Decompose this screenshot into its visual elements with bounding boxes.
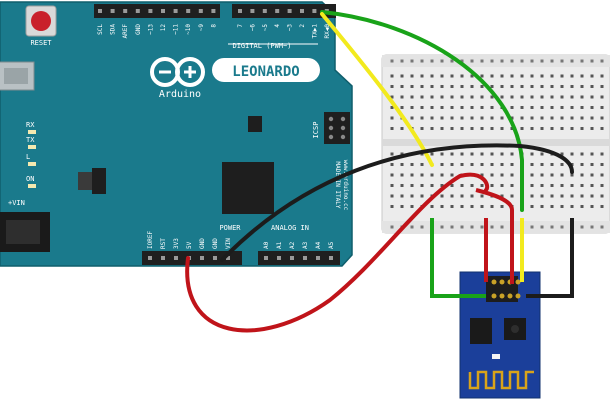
pin-label: RX◀0 [324,24,331,39]
on-led-label: ON [26,175,34,183]
pin-label: IOREF [147,231,154,249]
pin-label: 2 [299,24,306,28]
arduino-logo [150,57,205,87]
digital-header-left [94,4,220,18]
pin-label: A1 [276,241,283,249]
pin-label: ~11 [173,24,180,35]
power-header [142,251,242,265]
wire-green-rx [320,10,524,212]
digital-pin-labels-right: 7 ~6 ~5 4 ~3 2 TX▶1 RX◀0 [237,24,331,39]
reset-label: RESET [30,39,52,47]
wire-red-3v3 [185,172,490,333]
pin-label: A5 [328,241,335,249]
wire-red-module-b [475,188,514,284]
wires [185,10,574,333]
bottom-pin-labels: IOREF RST 3V3 5V GND GND VIN A0 A1 A2 A3 A4 A5 [147,231,335,249]
wire-yellow-tx [320,12,434,167]
status-leds [28,130,36,188]
pin-label: 7 [237,24,244,28]
model-label: LEONARDO [232,64,299,80]
icsp-label: ICSP [312,122,320,139]
pin-label: 4 [274,24,281,28]
l-led-label: L [26,153,30,161]
pin-label: ~10 [185,24,192,35]
pin-label: 12 [160,24,167,32]
pin-label: GND [199,238,206,249]
pin-label: GND [135,24,142,35]
pin-label: RST [160,238,167,249]
brand-label: Arduino [159,89,201,100]
pcb-antenna [468,370,534,390]
flash-chip [470,318,492,344]
wire-green-module [430,218,486,298]
made-in-label: MADE IN ITALY [334,162,341,209]
microcontroller-chip [222,162,274,214]
rx-led-label: RX [26,121,35,129]
digital-pin-labels-left: SCL SDA AREF GND ~13 12 ~11 ~10 ~9 8 [97,24,217,39]
site-label: www.arduino.cc [342,160,349,211]
icsp-header [324,112,350,144]
pin-label: ~5 [262,24,269,32]
pin-label: SCL [97,24,104,35]
pin-label: GND [212,238,219,249]
pin-label: 8 [210,24,217,28]
pin-label: TX▶1 [311,24,318,39]
vin-label: +VIN [8,199,25,207]
pin-label: AREF [122,24,129,39]
pin-label: A4 [315,241,322,249]
wire-black-gnd [220,143,574,262]
small-chip [248,116,262,132]
analog-header [258,251,340,265]
pin-label: VIN [225,238,232,249]
pin-label: ~6 [249,24,256,32]
power-label: POWER [219,224,241,232]
pin-label: SDA [110,24,117,35]
arduino-board: RESET SCL SDA AREF GND ~13 12 ~11 ~10 ~9 8 7 ~6 ~5 4… [0,1,353,267]
reset-button[interactable] [25,5,57,37]
tx-led-label: TX [26,136,35,144]
digital-label: DIGITAL (PWM~) [232,42,291,50]
pin-label: ~3 [287,24,294,32]
pin-label: A2 [289,241,296,249]
pin-label: A0 [263,241,270,249]
pin-label: 5V [186,241,193,249]
pin-label: ~9 [198,24,205,32]
pin-label: 3V3 [173,238,180,249]
pin-label: A3 [302,241,309,249]
esp8266-module [459,271,541,399]
module-led [492,354,500,359]
pin-label: ~13 [147,24,154,35]
voltage-regulator [92,168,106,194]
wire-black-module [526,218,574,298]
model-badge [212,58,320,82]
digital-header-right [232,4,336,18]
analog-label: ANALOG IN [271,224,309,232]
